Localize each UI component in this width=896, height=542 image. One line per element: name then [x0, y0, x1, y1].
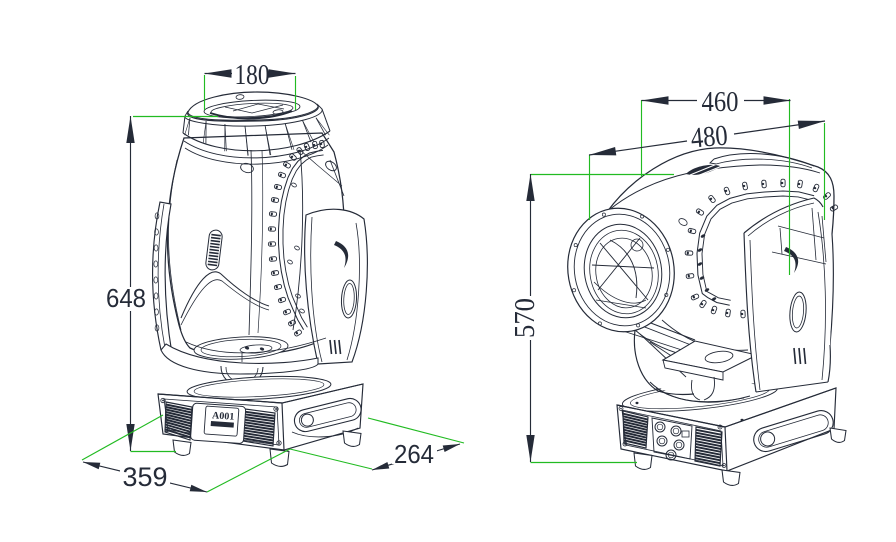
svg-text:570: 570 [509, 298, 541, 338]
svg-text:480: 480 [689, 119, 729, 154]
svg-text:264: 264 [394, 439, 434, 469]
svg-text:359: 359 [123, 462, 168, 492]
svg-text:180: 180 [235, 59, 270, 91]
svg-text:460: 460 [702, 86, 739, 118]
svg-text:A001: A001 [212, 410, 235, 423]
svg-text:648: 648 [106, 283, 146, 313]
